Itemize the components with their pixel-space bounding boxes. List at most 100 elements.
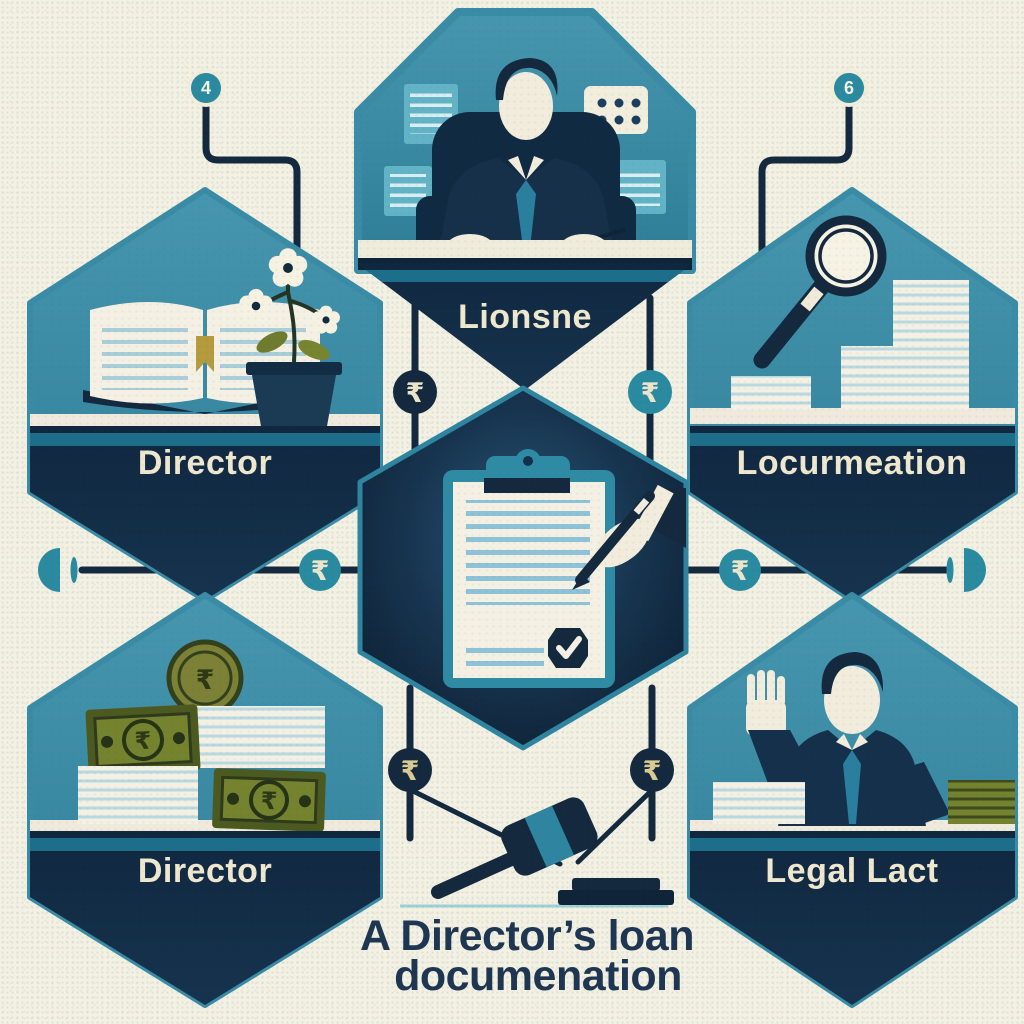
panel-bottom-left-label: Director <box>138 852 272 890</box>
signer-hand <box>594 518 650 568</box>
open-book-and-plant-icon <box>30 248 380 432</box>
rupee-node-icon: ₹ <box>719 549 761 591</box>
rupee-node-icon: ₹ <box>628 370 672 414</box>
gavel-base-bottom <box>558 890 674 905</box>
panel-top-banner-stripe <box>366 270 684 282</box>
oath-taking-man-icon <box>690 652 1015 834</box>
pen-clip <box>633 497 650 515</box>
left-edge-node-sliver <box>70 557 78 583</box>
svg-text:₹: ₹ <box>134 727 152 756</box>
right-edge-node-sliver <box>946 557 954 583</box>
panel-top: Lionsne <box>354 8 696 390</box>
magnifier-lens-inner-ring <box>818 228 874 284</box>
title-line-1: A Director’s loan <box>360 912 694 960</box>
plant-leaf <box>256 331 288 353</box>
panel-bottom-right-banner <box>690 831 1015 1005</box>
check-badge-icon <box>548 628 588 668</box>
svg-text:₹: ₹ <box>196 665 215 696</box>
oath-man-head <box>824 666 880 734</box>
clipboard-text-lines <box>466 500 590 605</box>
businessman-collar <box>526 156 544 180</box>
cash-paper-stack <box>78 766 198 824</box>
magnifier-and-paper-stacks-icon <box>690 215 1015 424</box>
panel-bottom-right: Legal Lact <box>687 592 1018 1008</box>
panel-right-banner <box>690 426 1015 600</box>
rupee-node-icon: ₹ <box>393 370 437 414</box>
rupee-banknote-icon: ₹ <box>85 704 201 776</box>
panel-bottom-left-banner <box>30 831 380 1005</box>
svg-text:₹: ₹ <box>641 378 660 409</box>
clipboard-clip <box>484 478 570 493</box>
ledger-stack <box>948 780 1015 824</box>
oath-paper-stack <box>713 782 805 824</box>
panel-bottom-left-banner-stripe <box>30 838 380 851</box>
main-title: A Director’s loan documenation <box>360 912 695 1000</box>
rupee-coin-icon: ₹ <box>166 639 244 717</box>
rupee-node-icon: ₹ <box>630 748 674 792</box>
businessman-tie <box>516 180 536 248</box>
paper-stack-small <box>731 376 811 410</box>
oath-man-collar <box>852 734 868 750</box>
svg-text:₹: ₹ <box>260 787 278 816</box>
svg-text:₹: ₹ <box>401 756 420 787</box>
rupee-node-icon: ₹ <box>299 549 341 591</box>
panel-left-label: Director <box>138 444 272 482</box>
cash-paper-stack <box>193 706 325 768</box>
magnifier-handle-band <box>800 286 824 312</box>
panel-bottom-right-label: Legal Lact <box>765 852 938 890</box>
panel-left: Director <box>27 187 383 603</box>
paper-stack-medium <box>841 346 925 410</box>
businessman-head <box>499 72 553 140</box>
svg-text:4: 4 <box>201 78 211 98</box>
oath-man-tie <box>843 750 861 824</box>
rupee-banknote-icon: ₹ <box>212 768 326 832</box>
edge-nodes <box>38 548 986 592</box>
title-line-2: documenation <box>394 952 682 1000</box>
book-left-lines <box>102 320 188 390</box>
plant-pot-rim <box>246 362 342 375</box>
left-edge-node-icon <box>38 548 60 592</box>
clipboard-signature-line <box>466 661 544 666</box>
oath-man-right-arm <box>904 762 950 824</box>
businessman-collar <box>508 156 526 180</box>
panel-top-label: Lionsne <box>458 298 592 336</box>
panel-bottom-right-banner-stripe <box>690 838 1015 851</box>
step-badge-right: 6 <box>830 69 868 107</box>
oath-man-hair <box>821 652 884 694</box>
gavel-base-top <box>572 878 660 891</box>
panel-left-banner <box>30 426 380 600</box>
right-edge-node-icon <box>964 548 986 592</box>
rupee-cash-and-coin-icon: ₹ ₹ ₹ <box>30 639 380 834</box>
businessman-hair <box>495 58 558 100</box>
svg-text:₹: ₹ <box>406 378 425 409</box>
panel-left-banner-stripe <box>30 433 380 446</box>
pen-nib <box>572 574 590 590</box>
clipboard-knob-center <box>523 456 533 466</box>
gavel-icon <box>400 797 674 908</box>
plant-pot <box>252 375 336 432</box>
businessman-at-desk-icon <box>358 58 692 270</box>
panel-right: Locurmeation <box>687 187 1018 603</box>
step-badges: 4 6 <box>187 69 868 107</box>
step-badge-left: 4 <box>187 69 225 107</box>
badge-right-connector <box>758 98 853 259</box>
desk-top <box>358 240 692 258</box>
panel-right-label: Locurmeation <box>737 444 968 482</box>
panel-bottom-left: ₹ ₹ ₹ Director <box>27 592 383 1008</box>
book-bookmark-icon <box>196 336 214 372</box>
bottom-right-diagonal-connector <box>575 789 653 865</box>
panel-right-banner-stripe <box>690 433 1015 446</box>
badge-left-connector <box>202 98 301 256</box>
svg-text:₹: ₹ <box>643 756 662 787</box>
oath-man-collar <box>836 734 852 750</box>
signed-clipboard-icon <box>443 449 686 688</box>
plant-leaf <box>298 339 330 361</box>
rupee-node-icon: ₹ <box>388 748 432 792</box>
svg-text:₹: ₹ <box>311 556 330 587</box>
svg-text:₹: ₹ <box>731 556 750 587</box>
gavel-head <box>501 797 598 876</box>
panel-center <box>357 385 689 751</box>
svg-text:6: 6 <box>844 78 854 98</box>
shelf <box>690 408 1015 424</box>
